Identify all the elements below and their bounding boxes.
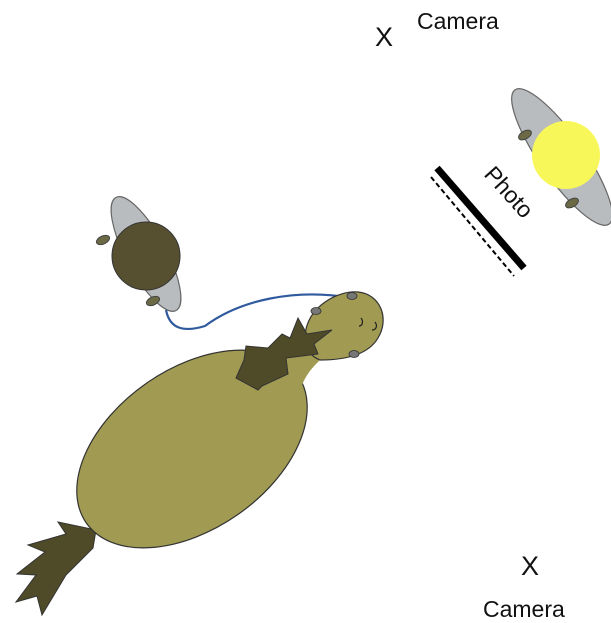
camera-bottom-label: Camera — [483, 596, 565, 622]
photo-label: Photo — [479, 161, 539, 223]
camera-top-marker: X — [375, 22, 393, 52]
handler-head — [112, 222, 180, 290]
horse-icon — [16, 292, 383, 615]
photographer-head — [532, 121, 600, 189]
camera-top-label: Camera — [417, 8, 499, 34]
camera-bottom-marker: X — [521, 551, 539, 581]
handler-icon — [95, 188, 194, 320]
